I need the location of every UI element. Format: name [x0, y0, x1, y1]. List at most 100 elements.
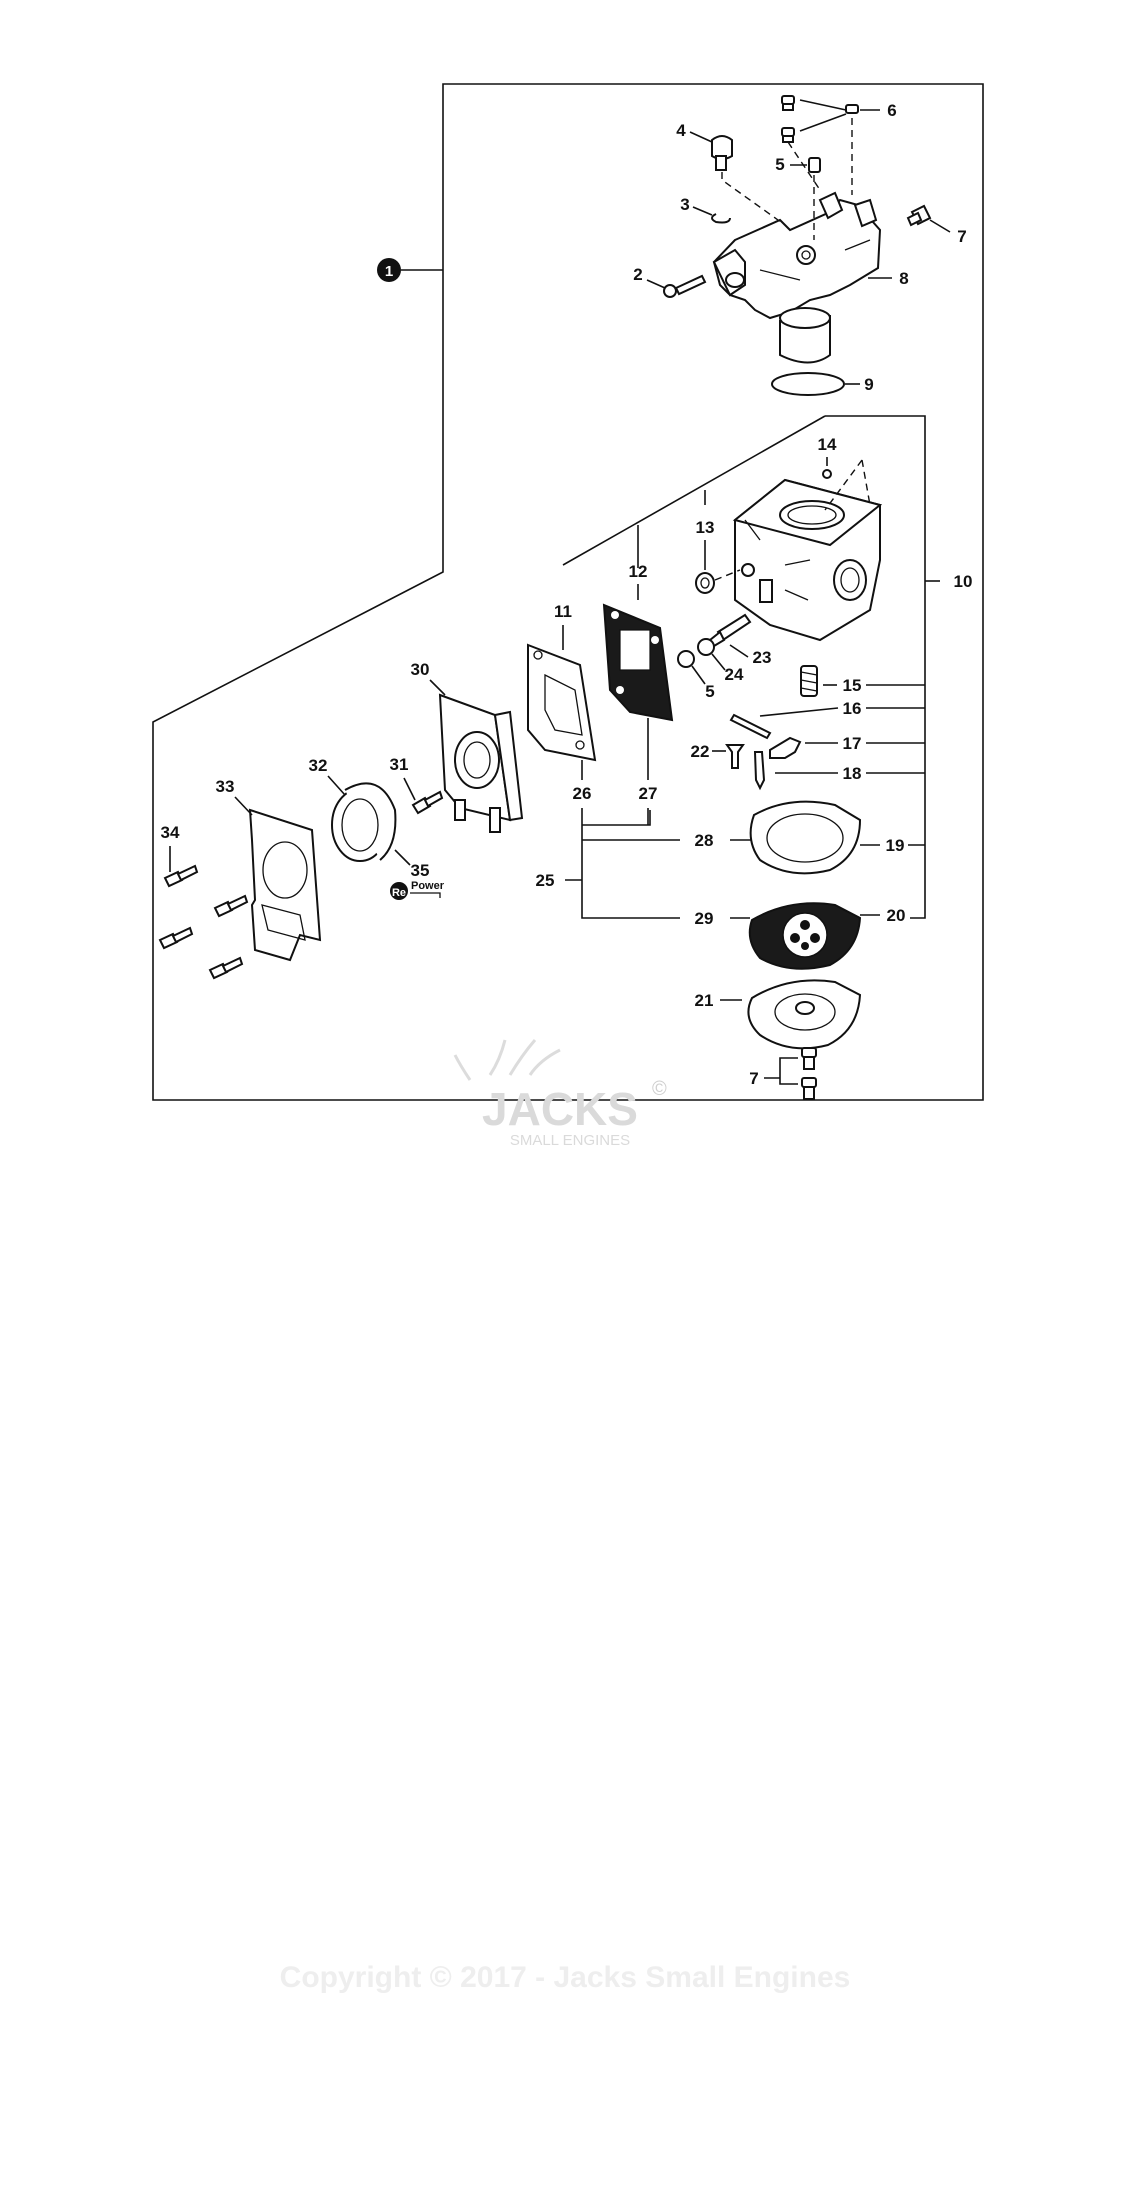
part-24-spring: [697, 638, 715, 656]
callout-33: 33: [216, 777, 235, 796]
part-9-o-ring: [771, 372, 845, 396]
part-15-spring: [800, 665, 818, 697]
watermark-sub: SMALL ENGINES: [510, 1132, 630, 1149]
part-18-needle: [753, 751, 766, 791]
part-23-needle: [708, 613, 752, 648]
watermark-copyright-mark: ©: [652, 1078, 667, 1100]
bracket-10-top: [562, 415, 826, 566]
part-30-pump-body: [438, 693, 524, 833]
callout-8: 8: [899, 269, 908, 288]
part-28-gasket-hole: [766, 813, 844, 863]
assembly-callout-circle: [377, 258, 401, 282]
part-5-lower-plug: [677, 650, 695, 668]
callout-2: 2: [633, 265, 642, 284]
bracket-10: [825, 415, 926, 919]
part-12-pump-gasket: [602, 603, 674, 722]
callout-3: 3: [680, 195, 689, 214]
leader-32: [327, 775, 346, 796]
part-2-screw: [663, 274, 707, 298]
callout-7b: 7: [749, 1069, 758, 1088]
callout-32: 32: [309, 756, 328, 775]
callout-4: 4: [676, 121, 686, 140]
leader-7a: [929, 219, 951, 233]
callout-35: 35: [411, 861, 430, 880]
part-33-primer-plate: [248, 808, 322, 962]
part-4-knob: [711, 135, 733, 171]
callout-27: 27: [639, 784, 658, 803]
part-21-cover: [747, 979, 862, 1050]
callout-26: 26: [573, 784, 592, 803]
leader-2: [646, 279, 666, 289]
part-34-screws: [158, 864, 249, 980]
part-5-upper-pin: [808, 157, 821, 173]
copyright-text: Copyright © 2017 - Jacks Small Engines: [280, 1961, 851, 1994]
jacks-watermark: JACKS © SMALL ENGINES: [453, 1039, 667, 1149]
callout-31: 31: [390, 755, 409, 774]
part-11-pump-gasket: [527, 643, 597, 762]
part-29-diaphragm: [748, 902, 862, 970]
callout-21: 21: [695, 991, 714, 1010]
callout-16: 16: [843, 699, 862, 718]
callout-34: 34: [161, 823, 180, 842]
repower-prefix: Re: [392, 887, 406, 899]
watermark-grass-icon: [453, 1039, 561, 1081]
leader-6a: [799, 99, 847, 111]
callout-5b: 5: [705, 682, 714, 701]
callout-5a: 5: [775, 155, 784, 174]
part-10-carburetor-body: [732, 478, 883, 642]
part-6-screws: [781, 95, 859, 143]
part-13-plug: [695, 572, 715, 594]
callout-20: 20: [887, 906, 906, 925]
part-16-pin: [729, 713, 772, 740]
callout-15: 15: [843, 676, 862, 695]
callout-17: 17: [843, 734, 862, 753]
part-17-lever: [769, 736, 802, 759]
part-22-screw: [725, 744, 745, 769]
callout-28: 28: [695, 831, 714, 850]
leader-4: [689, 131, 713, 143]
callout-19: 19: [886, 836, 905, 855]
callout-24: 24: [725, 665, 744, 684]
callout-23: 23: [753, 648, 772, 667]
leader-23: [729, 644, 749, 658]
callout-30: 30: [411, 660, 430, 679]
leader-30: [429, 679, 446, 696]
leader-33: [234, 796, 253, 816]
part-14-ball: [822, 469, 832, 479]
leader-16: [759, 707, 839, 717]
leader-3: [692, 206, 713, 216]
leader-7b: [764, 1057, 798, 1085]
leader-6b: [799, 113, 847, 132]
part-7-lower-screws: [801, 1047, 817, 1100]
part-8-upper-body: [712, 191, 882, 364]
part-3-clip: [711, 213, 731, 224]
leader-31: [403, 777, 416, 801]
assembly-outline: [152, 83, 984, 1101]
dash-4: [721, 172, 786, 226]
callout-10: 10: [954, 572, 973, 591]
part-31-screw: [411, 790, 444, 815]
bracket-25: [581, 810, 680, 919]
dash-14b: [861, 459, 871, 506]
callout-12: 12: [629, 562, 648, 581]
repower-badge: Re Power: [390, 880, 445, 900]
leader-35: [394, 849, 411, 866]
leader-24: [711, 653, 726, 671]
callout-29: 29: [695, 909, 714, 928]
part-7-upper-screw: [906, 204, 932, 227]
callout-6: 6: [887, 101, 896, 120]
callout-13: 13: [696, 518, 715, 537]
callout-7a: 7: [957, 227, 966, 246]
dash-14a: [824, 459, 863, 511]
callout-22: 22: [691, 742, 710, 761]
callout-11: 11: [554, 602, 572, 621]
watermark-brand: JACKS: [482, 1083, 638, 1135]
callout-14: 14: [818, 435, 837, 454]
repower-suffix: Power: [411, 880, 445, 892]
part-32-primer-bulb: [331, 782, 397, 862]
dash-13: [714, 569, 741, 581]
callout-1: 1: [385, 263, 393, 280]
callout-18: 18: [843, 764, 862, 783]
callout-9: 9: [864, 375, 873, 394]
